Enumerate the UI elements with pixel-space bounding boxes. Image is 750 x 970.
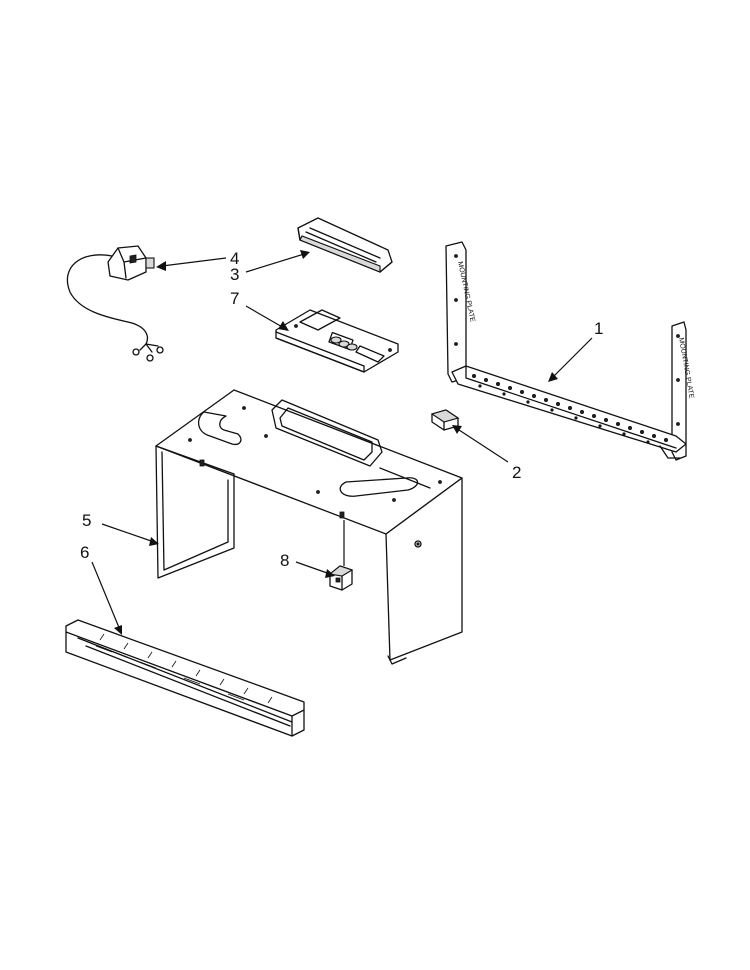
part-6-trim-strip xyxy=(65,619,305,737)
part-7-control-plate xyxy=(275,309,399,373)
callout-labels: 4 3 7 1 2 5 6 8 xyxy=(80,249,603,570)
callout-1: 1 xyxy=(594,319,603,338)
plate-holes xyxy=(471,373,669,444)
callout-2: 2 xyxy=(512,463,521,482)
callout-leaders xyxy=(91,250,593,635)
trim-ribs xyxy=(95,633,273,704)
part-4-power-cord xyxy=(66,245,164,362)
part-8-switch xyxy=(328,565,354,591)
callout-6: 6 xyxy=(80,543,89,562)
callout-5: 5 xyxy=(82,511,91,530)
part-3-vent-grille xyxy=(297,217,393,273)
part-5-cabinet xyxy=(155,389,463,665)
callout-7: 7 xyxy=(230,289,239,308)
part-1-mounting-plate: MOUNTING PLATE MOUNTING PLATE xyxy=(445,241,695,461)
callout-3: 3 xyxy=(230,265,239,284)
callout-4: 4 xyxy=(230,249,239,268)
callout-8: 8 xyxy=(280,551,289,570)
